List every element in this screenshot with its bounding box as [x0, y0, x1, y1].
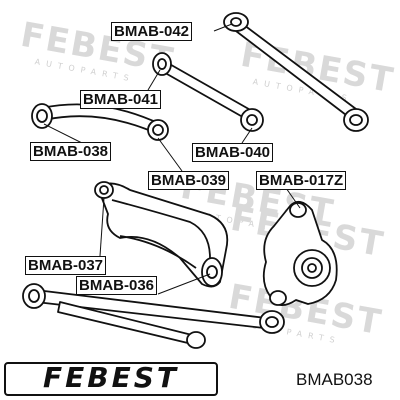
leader-036 [157, 273, 211, 295]
febest-logo: FEBEST [4, 360, 218, 396]
callout-bmab-036: BMAB-036 [76, 276, 158, 295]
callout-bmab-017z: BMAB-017Z [256, 171, 347, 190]
leader-017z [285, 187, 301, 209]
callout-bmab-040: BMAB-040 [192, 143, 274, 162]
leader-042 [213, 23, 233, 32]
logo-frame [4, 362, 218, 396]
leader-040 [241, 127, 253, 144]
callout-bmab-037: BMAB-037 [25, 256, 107, 275]
wheel-knuckle [262, 200, 338, 306]
callout-bmab-042: BMAB-042 [111, 22, 193, 41]
link-041 [152, 52, 264, 132]
leader-037 [99, 197, 105, 257]
link-036 [22, 283, 285, 349]
link-042 [223, 12, 369, 132]
callout-bmab-039: BMAB-039 [148, 171, 230, 190]
leader-041 [147, 69, 161, 91]
callout-bmab-038: BMAB-038 [30, 142, 112, 161]
logo-text: FEBEST [43, 361, 179, 394]
arm-038 [31, 103, 169, 141]
parts-drawing [22, 12, 369, 349]
lower-control-arm [94, 181, 229, 288]
callout-bmab-041: BMAB-041 [80, 90, 162, 109]
leader-039 [157, 137, 183, 172]
part-number: BMAB038 [296, 370, 373, 389]
